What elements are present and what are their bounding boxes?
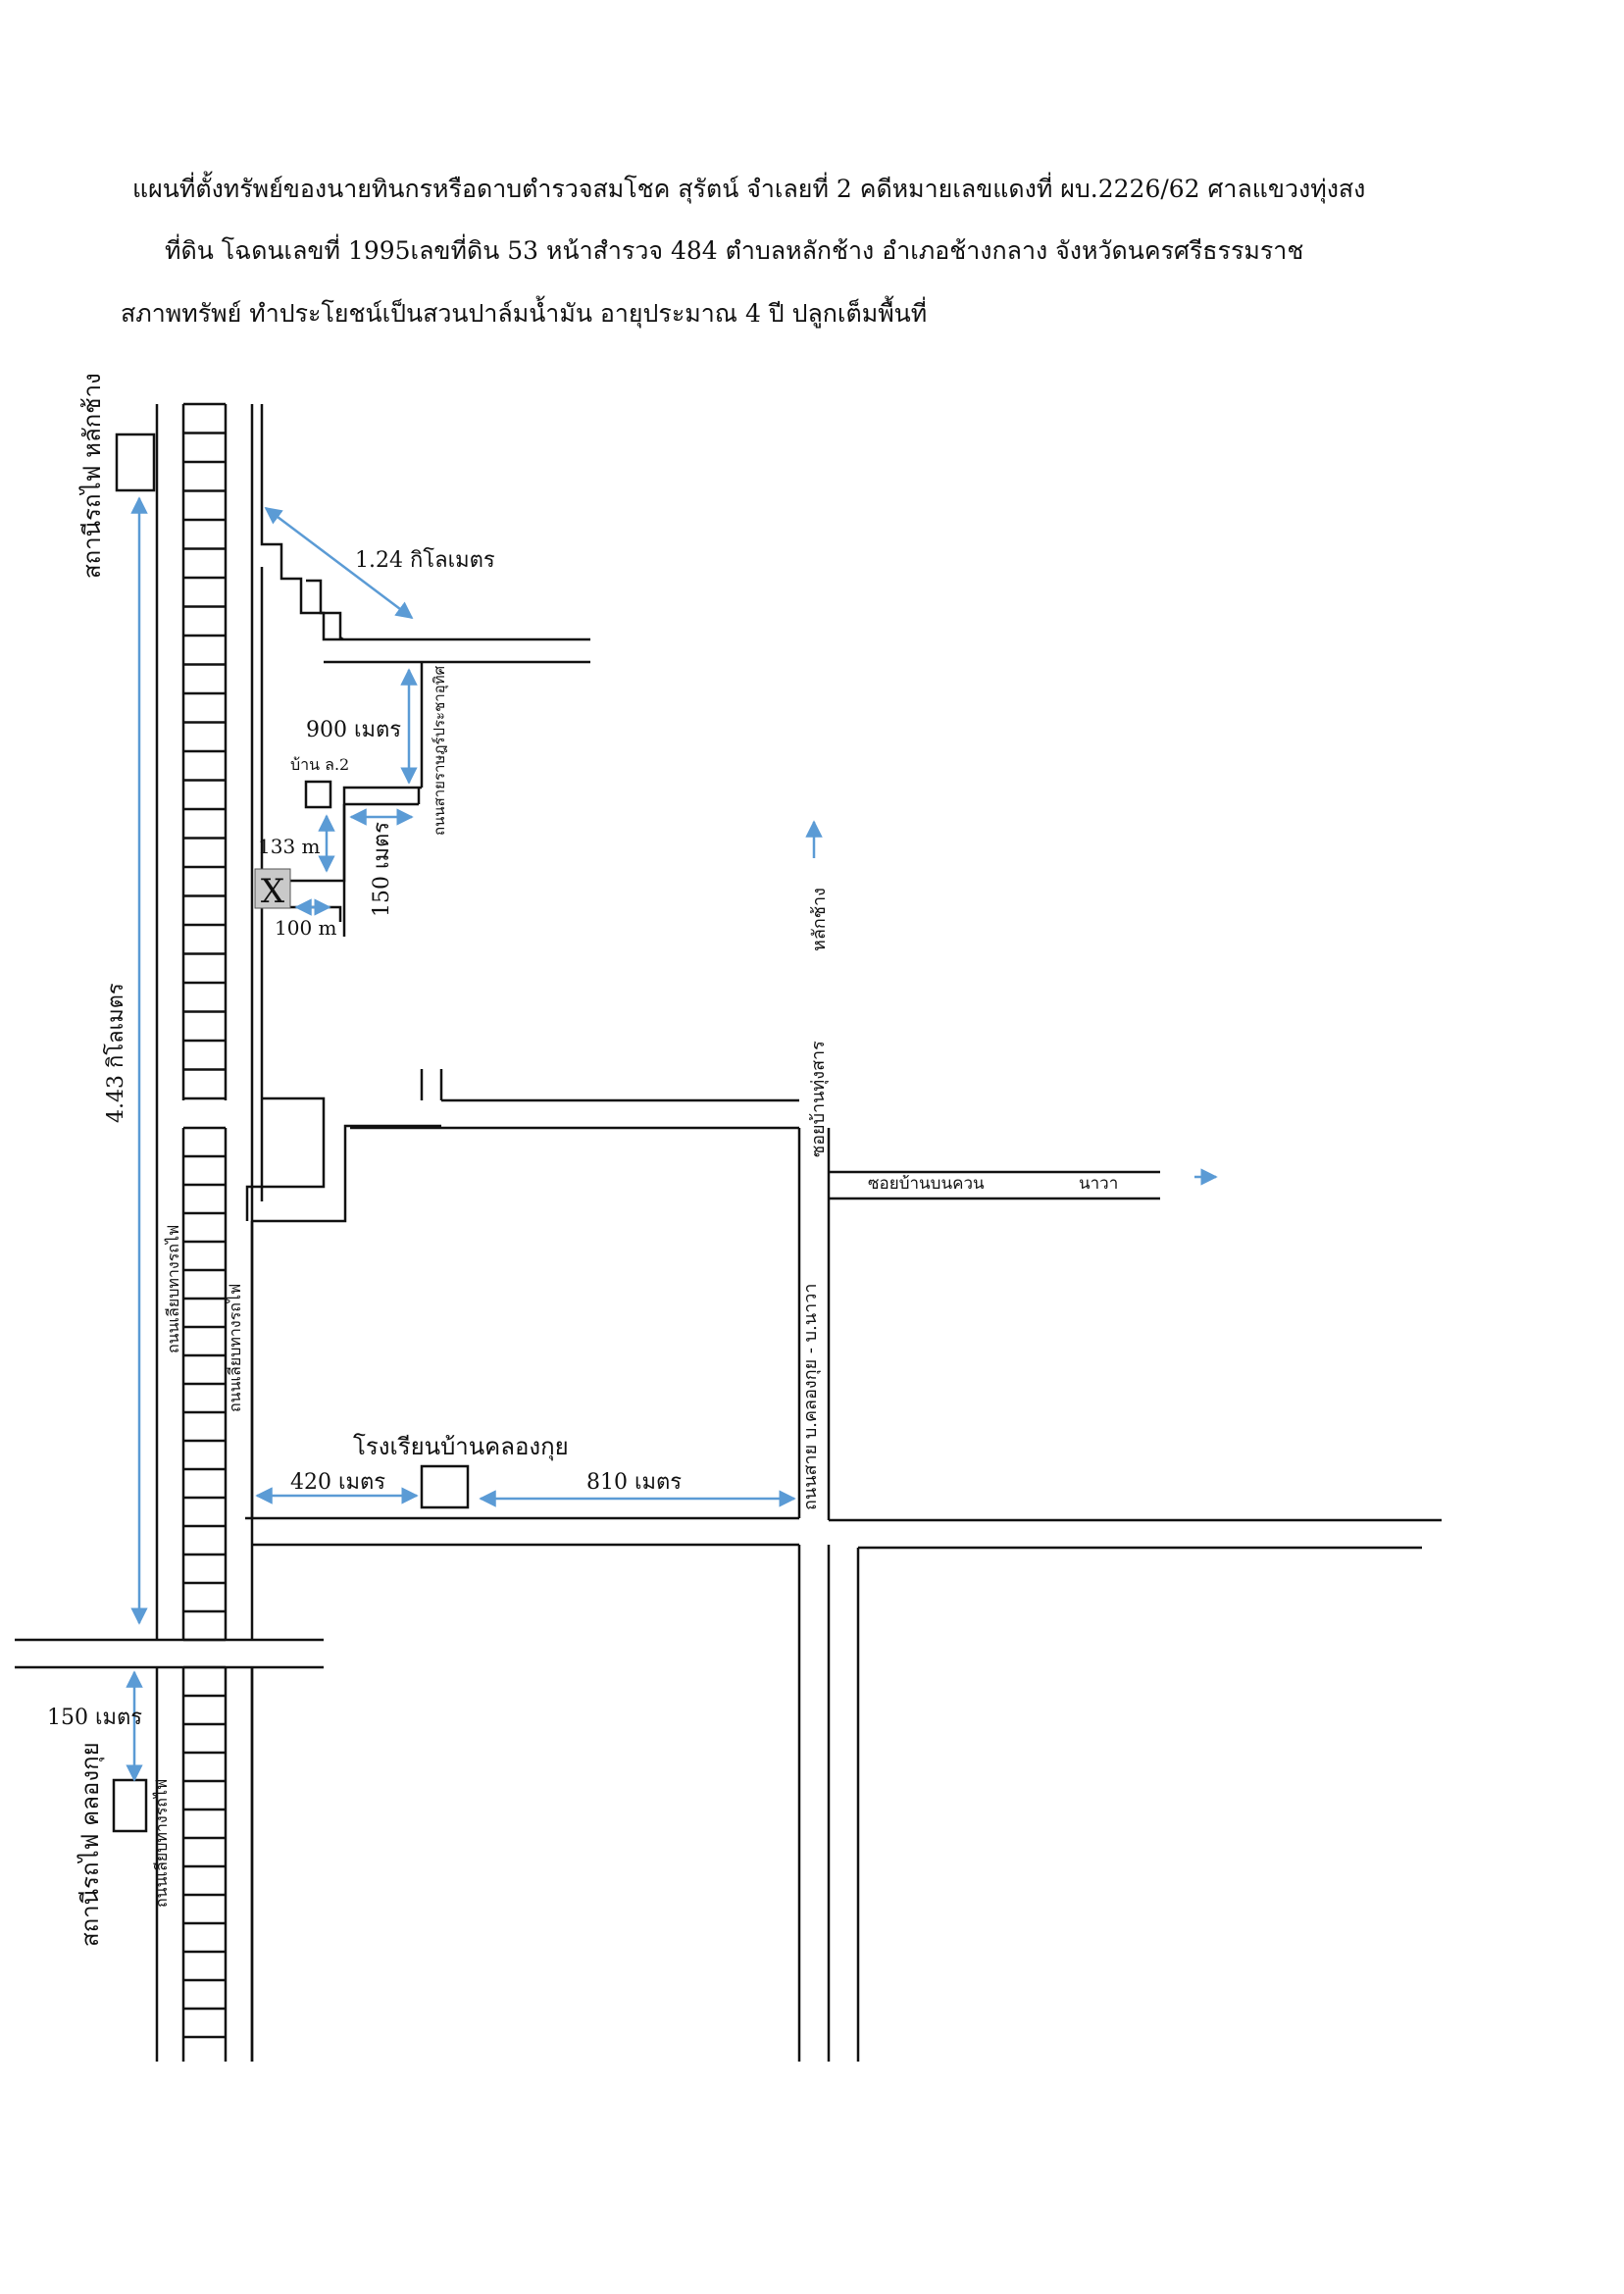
distance-label-133m: 133 m — [258, 835, 321, 858]
station-khlongkui-label: สถานีรถไฟ คลองกุย — [76, 1742, 105, 1947]
rail-road-label-east: ถนนเลียบทางรถไฟ — [226, 1284, 244, 1412]
school-label: โรงเรียนบ้านคลองกุย — [353, 1433, 569, 1461]
distance-label-150m-station: 150 เมตร — [47, 1706, 142, 1730]
lakchang-direction-label: หลักช้าง — [809, 888, 830, 951]
distance-label-100m: 100 m — [275, 916, 337, 940]
distance-label-150m-road: 150 เมตร — [370, 822, 394, 917]
rail-road-label-south: ถนนเลียบทางรถไฟ — [152, 1779, 171, 1908]
railway-ties-middle — [183, 1126, 226, 1642]
soi-thungsan-label: ซอยบ้านทุ่งสาร — [808, 1041, 829, 1157]
distance-label-900m: 900 เมตร — [306, 718, 401, 742]
map-title-line2: ที่ดิน โฉดนเลขที่ 1995เลขที่ดิน 53 หน้าส… — [165, 236, 1304, 265]
distance-label-4-43km: 4.43 กิโลเมตร — [103, 983, 128, 1123]
distance-arrows — [126, 496, 1218, 1782]
railway-track — [181, 402, 228, 2062]
lakchang-station-box — [115, 433, 156, 492]
school-building — [420, 1464, 470, 1509]
road-khlongkui-nawa-label: ถนนสาย บ.คลองกุย - บ.นาวา — [800, 1284, 821, 1510]
road-ratburana-label: ถนนสายราษฎร์ประชาอุทิศ — [431, 665, 449, 836]
map-title-line1: แผนที่ตั้งทรัพย์ของนายทินกรหรือดาบตำรวจส… — [132, 175, 1366, 203]
distance-label-810m: 810 เมตร — [586, 1470, 682, 1495]
main-road-crossing — [15, 1638, 324, 2062]
ban-l2-label: บ้าน ล.2 — [290, 755, 349, 774]
svg-text:X: X — [261, 872, 285, 911]
property-description: สภาพทรัพย์ ทำประโยชน์เป็นสวนปาล์มน้ำมัน … — [121, 299, 928, 328]
nawa-label: นาวา — [1079, 1174, 1118, 1194]
rail-road-label-west: ถนนเลียบทางรถไฟ — [164, 1225, 182, 1353]
distance-label-420m: 420 เมตร — [290, 1470, 385, 1495]
soi-bonkhuan-label: ซอยบ้านบนควน — [868, 1174, 985, 1194]
railway-ties-south — [183, 1665, 226, 2039]
railway-ties-north — [183, 402, 226, 1100]
distance-label-1-24km: 1.24 กิโลเมตร — [355, 547, 495, 573]
ban-l2-house — [304, 780, 332, 809]
station-lakchang-label: สถานีรถไฟ หลักช้าง — [78, 373, 106, 579]
property-marker: X — [254, 868, 291, 911]
local-roads — [245, 404, 1442, 2062]
khlongkui-station-box — [112, 1778, 148, 1833]
